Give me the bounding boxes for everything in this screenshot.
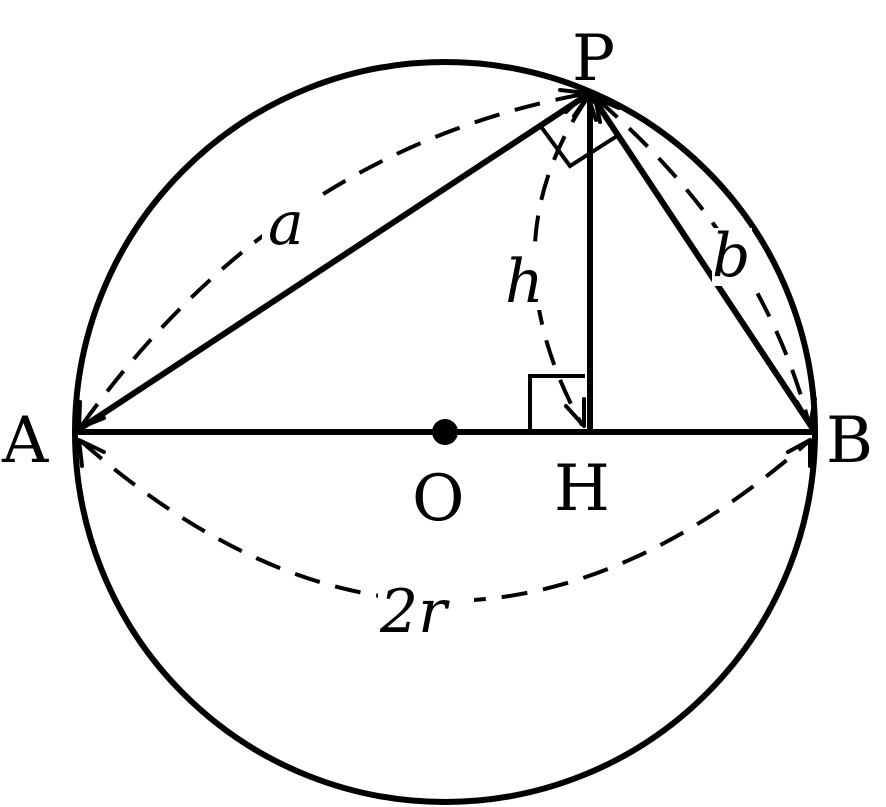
side-ap xyxy=(73,90,592,435)
arrowhead-a-a xyxy=(77,400,106,430)
right-angle-mark-p xyxy=(540,126,619,169)
label-point-o: O xyxy=(412,462,464,536)
dimension-arc-h xyxy=(532,98,588,426)
label-backing-a xyxy=(262,198,318,250)
dimension-arc-2r xyxy=(80,440,810,603)
center-point-o xyxy=(432,419,458,445)
label-point-p: P xyxy=(572,22,615,96)
label-point-b: B xyxy=(826,404,873,478)
dimension-arc-b xyxy=(596,98,810,421)
label-side-a: a xyxy=(268,189,304,259)
arrowhead-h-h xyxy=(564,397,586,428)
arrowhead-b-p xyxy=(593,96,621,124)
label-point-a: A xyxy=(1,404,49,478)
right-angle-mark-h xyxy=(528,374,585,432)
label-backing-b xyxy=(712,228,752,286)
label-point-h: H xyxy=(554,452,610,526)
label-height-h: h xyxy=(505,247,544,317)
label-diameter-2r: 2r xyxy=(379,577,450,647)
arrowhead-2r-b xyxy=(786,438,812,468)
arrowhead-b-b xyxy=(795,397,817,427)
label-side-b: b xyxy=(712,221,750,291)
arrowhead-2r-a xyxy=(77,438,106,468)
arrowhead-h-p xyxy=(572,94,598,122)
side-pb xyxy=(587,91,818,434)
label-backing-h xyxy=(505,252,551,310)
arrowhead-a-p xyxy=(558,88,588,114)
label-backing-2r xyxy=(378,582,474,638)
